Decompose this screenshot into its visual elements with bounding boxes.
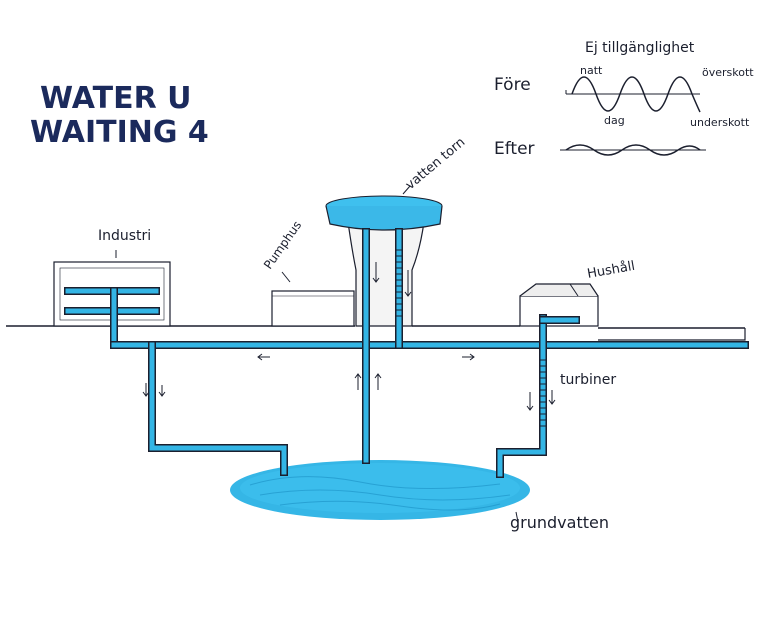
pump-house (271, 290, 355, 327)
pipe-network (64, 228, 749, 478)
graph-label-dag: dag (604, 114, 625, 127)
label-turbiner: turbiner (560, 372, 616, 388)
curve-fore (571, 76, 701, 113)
graph-label-fore: Före (494, 75, 531, 95)
label-pumphus: Pumphus (261, 218, 304, 271)
label-vattentorn: vatten torn (403, 135, 468, 193)
graph-label-natt: natt (580, 64, 603, 77)
turbine-marks (396, 249, 546, 427)
title-line-2: WAITING 4 (30, 115, 209, 150)
graph-label-overskott: överskott (702, 66, 754, 79)
curve-efter (565, 144, 701, 156)
graph-label-efter: Efter (494, 139, 535, 159)
graph-title: Ej tillgänglighet (585, 40, 695, 56)
availability-graph: Ej tillgänglighet Före Efter natt dag öv… (494, 40, 754, 159)
flow-arrows (142, 262, 556, 411)
label-hushall: Hushåll (586, 259, 636, 282)
label-industri: Industri (98, 228, 151, 244)
label-grundvatten: grundvatten (510, 513, 609, 532)
graph-label-underskott: underskott (690, 116, 750, 129)
title-line-1: WATER U (40, 81, 192, 116)
title: WATER U WAITING 4 (30, 81, 209, 150)
groundwater-pool (230, 460, 530, 520)
